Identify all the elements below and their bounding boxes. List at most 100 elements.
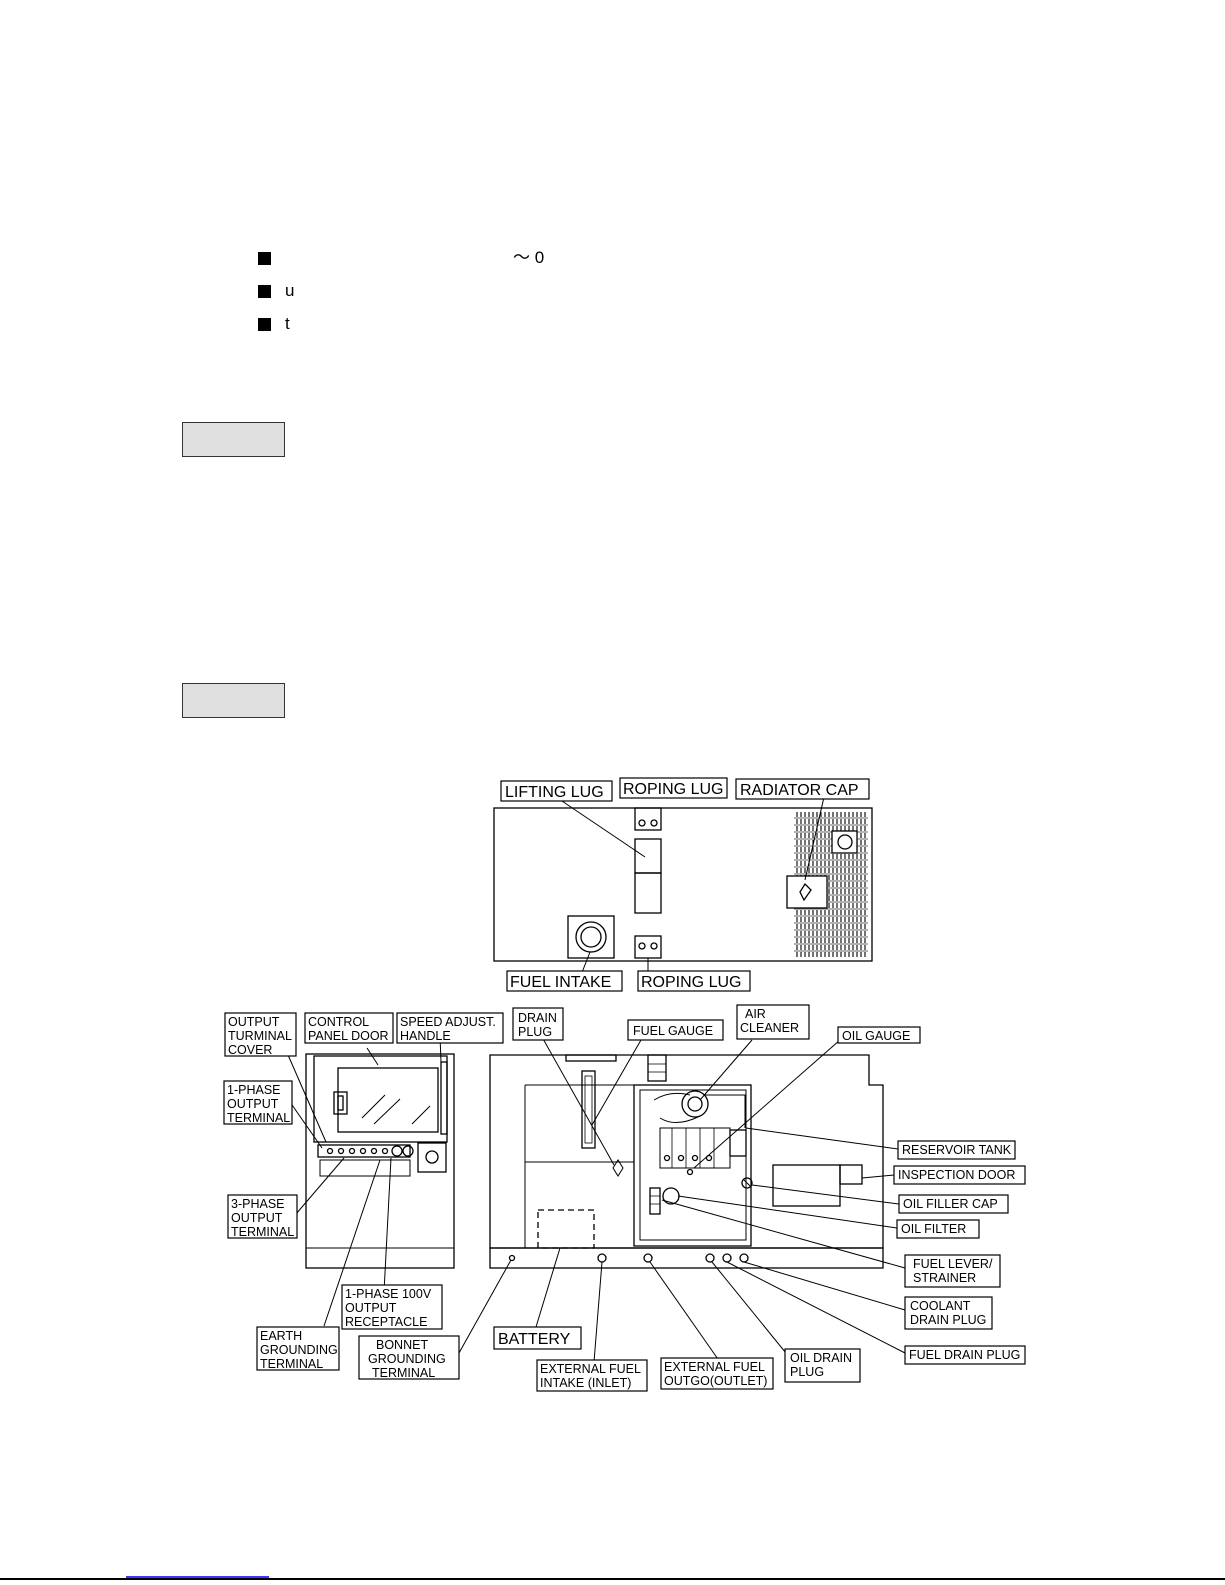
speed-adjust-handle-label-2: HANDLE bbox=[400, 1029, 451, 1043]
receptacle-label-2: OUTPUT bbox=[345, 1301, 397, 1315]
external-fuel-intake-part bbox=[597, 1253, 607, 1263]
roping-lug-bottom-label: ROPING LUG bbox=[641, 974, 741, 991]
external-fuel-intake-label-2: INTAKE (INLET) bbox=[540, 1376, 631, 1390]
output-terminal-strip bbox=[317, 1144, 411, 1158]
fuel-gauge-label: FUEL GAUGE bbox=[633, 1024, 713, 1038]
footer-link-underline[interactable] bbox=[126, 1576, 269, 1578]
fuel-intake-outer-ring bbox=[575, 921, 607, 953]
output-terminal-cover-label-3: COVER bbox=[228, 1043, 272, 1057]
side-view bbox=[458, 1036, 906, 1363]
battery-outline bbox=[537, 1209, 595, 1249]
lifting-lug-part bbox=[634, 838, 662, 874]
bullet-text: u bbox=[285, 281, 295, 300]
oil-filler-cap-label: OIL FILLER CAP bbox=[903, 1197, 998, 1211]
external-fuel-outgo-label-2: OUTGO(OUTLET) bbox=[664, 1374, 767, 1388]
door-latch bbox=[333, 1091, 348, 1115]
bonnet-grounding-part bbox=[508, 1254, 516, 1262]
air-cleaner-part bbox=[681, 1090, 709, 1118]
oil-drain-plug-label-2: PLUG bbox=[790, 1365, 824, 1379]
air-cleaner-label-2: CLEANER bbox=[740, 1021, 799, 1035]
fuel-drain-plug-part bbox=[722, 1253, 732, 1263]
oil-filter-part bbox=[662, 1187, 680, 1205]
roping-lug-top-label: ROPING LUG bbox=[623, 781, 723, 798]
square-bullet-icon bbox=[258, 285, 271, 299]
lifting-lug-label: LIFTING LUG bbox=[505, 784, 604, 801]
three-phase-output-terminal-label-1: 3-PHASE bbox=[231, 1197, 285, 1211]
oil-drain-plug-part bbox=[705, 1253, 715, 1263]
speed-adjust-handle-part bbox=[440, 1061, 448, 1135]
side-view-labels: DRAIN PLUG FUEL GAUGE AIR CLEANER OIL GA… bbox=[493, 1004, 1026, 1392]
air-cleaner-label-1: AIR bbox=[745, 1007, 766, 1021]
external-fuel-outgo-label-1: EXTERNAL FUEL bbox=[664, 1360, 765, 1374]
inspection-door-part bbox=[772, 1164, 841, 1207]
fuel-intake-label: FUEL INTAKE bbox=[510, 974, 611, 991]
battery-label: BATTERY bbox=[498, 1331, 571, 1348]
square-bullet-icon bbox=[258, 318, 271, 332]
fuel-gauge-part bbox=[581, 1070, 596, 1149]
one-phase-output-terminal-label-2: OUTPUT bbox=[227, 1097, 279, 1111]
fuel-lever-part bbox=[649, 1187, 661, 1215]
section-header-box-1 bbox=[182, 422, 285, 457]
section-header-box-2 bbox=[182, 683, 285, 718]
bullet-suffix: ～ 0 bbox=[513, 248, 545, 267]
square-bullet-icon bbox=[258, 252, 271, 266]
front-view bbox=[284, 1035, 455, 1327]
side-view-body bbox=[489, 1054, 884, 1249]
earth-grounding-label-3: TERMINAL bbox=[260, 1357, 323, 1371]
speed-handle-box bbox=[417, 1142, 447, 1173]
one-phase-output-terminal-label-1: 1-PHASE bbox=[227, 1083, 281, 1097]
fuel-intake-plate bbox=[567, 915, 615, 959]
three-phase-output-terminal-label-2: OUTPUT bbox=[231, 1211, 283, 1225]
side-view-base bbox=[489, 1247, 884, 1269]
control-panel-window bbox=[337, 1067, 439, 1133]
bonnet-grounding-label-2: GROUNDING bbox=[368, 1352, 446, 1366]
output-terminal-cover-label-1: OUTPUT bbox=[228, 1015, 280, 1029]
fuel-lever-strainer-label-1: FUEL LEVER/ bbox=[913, 1257, 993, 1271]
fuel-drain-plug-label: FUEL DRAIN PLUG bbox=[909, 1348, 1020, 1362]
front-view-labels: OUTPUT TURMINAL COVER CONTROL PANEL DOOR… bbox=[223, 1012, 504, 1380]
bullet-item-2: u bbox=[258, 281, 294, 301]
top-view-labels: LIFTING LUG ROPING LUG RADIATOR CAP FUEL… bbox=[500, 777, 870, 992]
one-phase-output-terminal-label-3: TERMINAL bbox=[227, 1111, 290, 1125]
reservoir-tank-label: RESERVOIR TANK bbox=[902, 1143, 1012, 1157]
receptacle-label-1: 1-PHASE 100V bbox=[345, 1287, 432, 1301]
receptacle-label-3: RECEPTACLE bbox=[345, 1315, 427, 1329]
radiator-ring bbox=[837, 834, 853, 850]
speed-adjust-handle-label-1: SPEED ADJUST. bbox=[400, 1015, 496, 1029]
oil-gauge-label: OIL GAUGE bbox=[842, 1029, 910, 1043]
side-bracket bbox=[647, 1054, 667, 1082]
bullet-text: t bbox=[285, 314, 290, 333]
coolant-drain-plug-part bbox=[739, 1253, 749, 1263]
coolant-drain-plug-label-2: DRAIN PLUG bbox=[910, 1313, 986, 1327]
radiator-square bbox=[831, 830, 858, 854]
drain-plug-label-2: PLUG bbox=[518, 1025, 552, 1039]
oil-filler-cap-part bbox=[741, 1177, 753, 1189]
front-view-body bbox=[305, 1053, 455, 1269]
bullet-item-1: ～ 0 bbox=[258, 248, 544, 268]
bonnet-grounding-label-3: TERMINAL bbox=[372, 1366, 435, 1380]
footer-rule bbox=[0, 1578, 1225, 1580]
bullet-item-3: t bbox=[258, 314, 290, 334]
control-panel-door-label-2: PANEL DOOR bbox=[308, 1029, 389, 1043]
inspection-door-label: INSPECTION DOOR bbox=[898, 1168, 1015, 1182]
control-panel-door-label-1: CONTROL bbox=[308, 1015, 369, 1029]
radiator-cap-label: RADIATOR CAP bbox=[740, 782, 859, 799]
drain-plug-label-1: DRAIN bbox=[518, 1011, 557, 1025]
bonnet-grounding-label-1: BONNET bbox=[376, 1338, 428, 1352]
drain-plug-part bbox=[612, 1159, 624, 1177]
external-fuel-intake-label-1: EXTERNAL FUEL bbox=[540, 1362, 641, 1376]
output-terminal-cover-label-2: TURMINAL bbox=[228, 1029, 292, 1043]
top-view bbox=[493, 796, 873, 976]
three-phase-output-terminal-label-3: TERMINAL bbox=[231, 1225, 294, 1239]
receptacle-1 bbox=[391, 1145, 403, 1157]
oil-filter-label: OIL FILTER bbox=[901, 1222, 966, 1236]
radiator-cap-icon bbox=[799, 882, 812, 902]
engine-compartment bbox=[633, 1084, 752, 1247]
receptacle-2 bbox=[402, 1145, 414, 1157]
oil-drain-plug-label-1: OIL DRAIN bbox=[790, 1351, 852, 1365]
roping-lug-top-part bbox=[634, 807, 662, 831]
radiator-cap-plate bbox=[786, 875, 828, 909]
fuel-lever-strainer-label-2: STRAINER bbox=[913, 1271, 976, 1285]
coolant-drain-plug-label-1: COOLANT bbox=[910, 1299, 971, 1313]
earth-grounding-label-2: GROUNDING bbox=[260, 1343, 338, 1357]
